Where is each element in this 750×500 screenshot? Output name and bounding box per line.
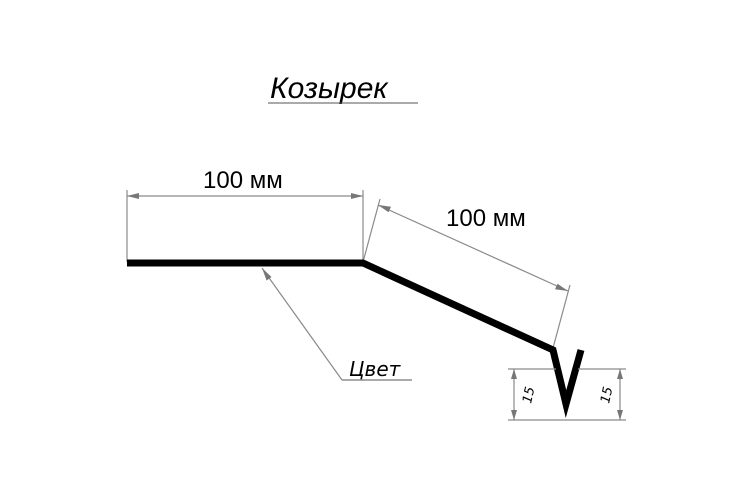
- slanted-arrow-top: [378, 205, 391, 213]
- hem-right-arrow-top: [617, 369, 623, 379]
- callout-leader: [261, 267, 343, 381]
- hem-left-arrow-bottom: [511, 410, 517, 420]
- slanted-extension-bottom: [552, 284, 571, 349]
- slanted-dimension-label: 100 мм: [446, 205, 526, 232]
- slanted-dimension-line: [377, 204, 569, 292]
- slanted-arrow-bottom: [555, 283, 568, 291]
- horizontal-arrow-left: [127, 193, 139, 199]
- hem-right-label: 15: [598, 386, 616, 405]
- horizontal-arrow-right: [351, 193, 363, 199]
- drawing-title: Козырек: [270, 72, 389, 105]
- callout-label: Цвет: [349, 357, 402, 381]
- hem-left-arrow-top: [511, 369, 517, 379]
- hem-left-label: 15: [520, 386, 538, 405]
- flashing-profile: [127, 259, 585, 418]
- callout-arrow: [262, 268, 272, 281]
- horizontal-dimension-label: 100 мм: [203, 167, 283, 194]
- hem-right-arrow-bottom: [617, 410, 623, 420]
- slanted-extension-top: [362, 198, 381, 263]
